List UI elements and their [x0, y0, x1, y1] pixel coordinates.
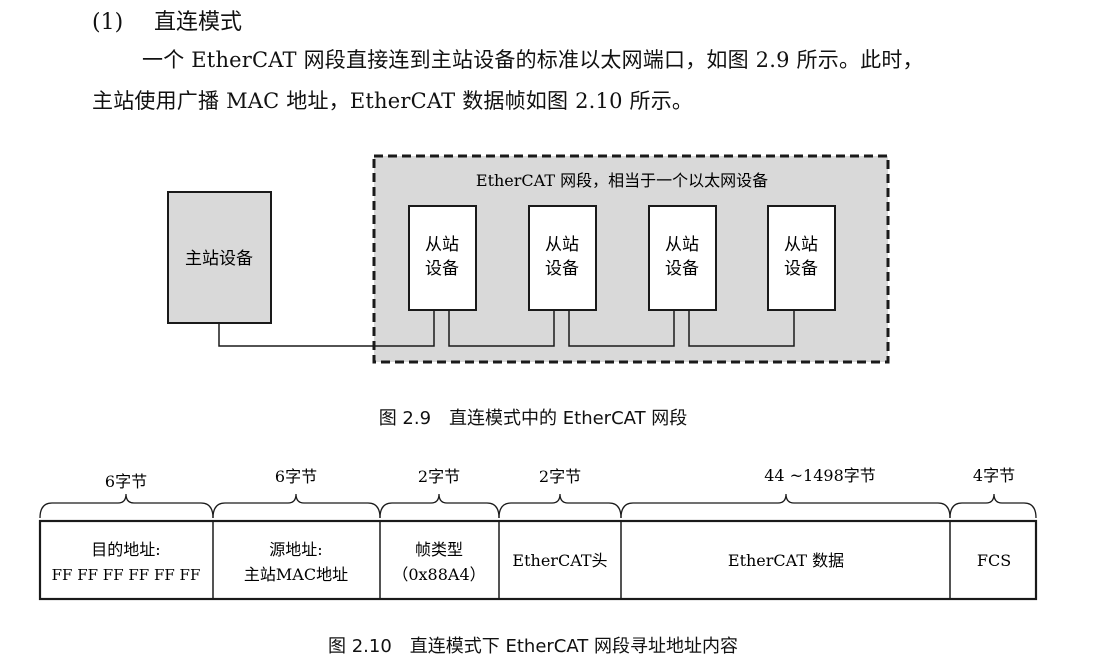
connection-lines [218, 310, 795, 347]
field-ethercat-header: EtherCAT头 [512, 551, 607, 570]
field-ethercat-data: EtherCAT 数据 [728, 551, 844, 570]
field-size-label: 44 ~1498字节 [764, 466, 876, 485]
field-size-label: 4字节 [973, 466, 1015, 485]
slave-label-line1: 从站 [545, 235, 579, 255]
slave-label-line1: 从站 [425, 235, 459, 255]
field-destination-line2: FF FF FF FF FF FF [52, 566, 201, 584]
slave-device-2: 从站 设备 [528, 205, 597, 311]
field-dividers [212, 521, 951, 599]
frame-outline [38, 519, 1038, 601]
field-source-line1: 源地址: [269, 540, 322, 559]
master-device-label: 主站设备 [185, 249, 253, 269]
paragraph-line-1: 一个 EtherCAT 网段直接连到主站设备的标准以太网端口，如图 2.9 所示… [142, 48, 924, 72]
section-heading: (1) 直连模式 [92, 4, 242, 36]
slave-label-line1: 从站 [784, 235, 818, 255]
slave-label-line2: 设备 [545, 259, 579, 279]
field-size-label: 6字节 [275, 467, 317, 486]
slave-device-1: 从站 设备 [408, 205, 477, 311]
section-number: (1) [92, 10, 124, 35]
paragraph-line-2: 主站使用广播 MAC 地址，EtherCAT 数据帧如图 2.10 所示。 [92, 89, 694, 113]
slave-label-line1: 从站 [665, 235, 699, 255]
slave-label-line2: 设备 [784, 259, 818, 279]
figure-2-9-caption: 图 2.9 直连模式中的 EtherCAT 网段 [378, 408, 688, 429]
field-type-line1: 帧类型 [415, 540, 463, 559]
field-destination-line1: 目的地址: [91, 540, 160, 559]
segment-label: EtherCAT 网段，相当于一个以太网设备 [476, 171, 768, 190]
master-device-box [167, 191, 272, 324]
slave-device-4: 从站 设备 [767, 205, 836, 311]
size-braces [39, 493, 1037, 519]
slave-device-3: 从站 设备 [648, 205, 717, 311]
slave-label-line2: 设备 [665, 259, 699, 279]
figure-2-9-diagram: EtherCAT 网段，相当于一个以太网设备 主站设备 从站 设备 从站 设备 … [167, 154, 890, 364]
slave-label-line2: 设备 [425, 259, 459, 279]
field-type-line2: （0x88A4） [392, 565, 485, 584]
field-source-line2: 主站MAC地址 [244, 565, 348, 584]
figure-2-10-caption: 图 2.10 直连模式下 EtherCAT 网段寻址地址内容 [327, 636, 739, 657]
section-title: 直连模式 [154, 10, 243, 35]
field-size-label: 6字节 [105, 472, 147, 491]
field-size-label: 2字节 [418, 467, 460, 486]
figure-2-10-frame-diagram: 6字节 6字节 2字节 2字节 44 ~1498字节 4字节 目的地址: FF … [38, 466, 1038, 601]
field-size-label: 2字节 [539, 467, 581, 486]
field-fcs: FCS [977, 551, 1011, 570]
